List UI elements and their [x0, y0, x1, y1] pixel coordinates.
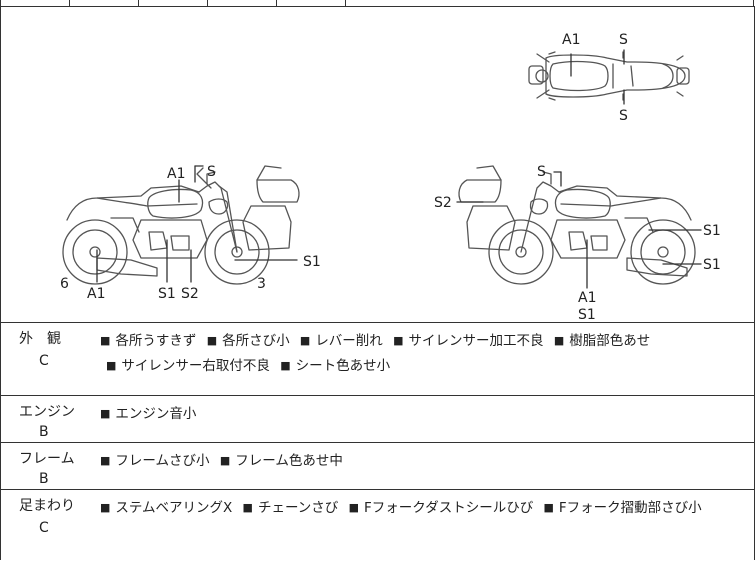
note-text: 各所さび小 — [222, 333, 290, 349]
bullet-icon: ■ — [348, 501, 359, 514]
bullet-icon: ■ — [242, 501, 253, 514]
row-exterior: 外 観 C ■ 各所うすきず ■ 各所さび小 ■ レバー削れ ■ サイレンサー加工不良 … — [0, 323, 755, 396]
grade-label: C — [39, 520, 49, 536]
left-view-leaders — [96, 165, 298, 283]
row-engine: エンジン B ■ エンジン音小 — [0, 396, 755, 443]
label-s2: S2 — [434, 195, 452, 211]
category-label: 外 観 — [19, 331, 61, 347]
bullet-icon: ■ — [543, 501, 554, 514]
category-label: フレーム — [19, 451, 75, 467]
divider — [69, 0, 70, 6]
note-item: ■ Fフォークダストシールひび — [349, 500, 534, 516]
divider — [753, 0, 754, 6]
left-view-labels: A1 S S1 A1 S1 S2 6 3 — [60, 164, 321, 302]
right-view-leaders — [456, 171, 702, 289]
bullet-icon: ■ — [100, 501, 111, 514]
bullet-icon: ■ — [299, 334, 311, 347]
label-3: 3 — [257, 276, 266, 292]
bullet-icon: ■ — [280, 359, 291, 372]
grade-label: B — [39, 424, 49, 440]
category-label: 足まわり — [19, 498, 75, 514]
note-text: 樹脂部色あせ — [569, 333, 651, 349]
label-a1: A1 — [578, 290, 596, 306]
note-text: ステムベアリングX — [115, 500, 233, 516]
label-a1: A1 — [87, 286, 105, 302]
label-s: S — [207, 164, 216, 180]
grade-label: C — [39, 353, 49, 369]
note-text: 各所うすきず — [115, 333, 197, 349]
bullet-icon: ■ — [100, 407, 111, 420]
note-text: レバー削れ — [315, 333, 383, 349]
bullet-icon: ■ — [100, 454, 111, 467]
grade-label: B — [39, 471, 49, 487]
note-item: ■ 樹脂部色あせ — [554, 333, 650, 349]
note-item: ■ サイレンサー右取付不良 — [106, 358, 270, 374]
label-s2: S2 — [181, 286, 199, 302]
bullet-icon: ■ — [553, 334, 565, 347]
note-text: シート色あせ小 — [295, 358, 391, 374]
notes-list: ■ 各所うすきず ■ 各所さび小 ■ レバー削れ ■ サイレンサー加工不良 ■ 樹脂部色あ… — [100, 329, 745, 379]
note-text: サイレンサー右取付不良 — [121, 358, 270, 374]
note-text: サイレンサー加工不良 — [408, 333, 544, 349]
note-text: チェーンさび — [257, 500, 339, 516]
note-text: フレームさび小 — [115, 453, 210, 469]
note-item: ■ サイレンサー加工不良 — [393, 333, 543, 349]
right-view-labels: S S2 S1 S1 A1 S1 — [434, 164, 721, 322]
divider — [345, 0, 346, 6]
note-item: ■ チェーンさび — [243, 500, 339, 516]
note-item: ■ ステムベアリングX — [100, 500, 232, 516]
label-a1: A1 — [562, 32, 580, 48]
bullet-icon: ■ — [206, 334, 218, 347]
bullet-icon: ■ — [106, 359, 117, 372]
note-text: Fフォーク摺動部さび小 — [558, 500, 702, 516]
top-view-leaders — [570, 49, 625, 105]
bullet-icon: ■ — [100, 334, 111, 347]
note-item: ■ シート色あせ小 — [280, 358, 390, 374]
note-item: ■ エンジン音小 — [100, 406, 196, 422]
note-item: ■ レバー削れ — [300, 333, 383, 349]
label-s1: S1 — [703, 257, 721, 273]
notes-list: ■ ステムベアリングX ■ チェーンさび ■ Fフォークダストシールひび ■ Fフォーク… — [100, 496, 745, 521]
right-view-motorcycle — [458, 165, 696, 285]
note-item: ■ Fフォーク摺動部さび小 — [544, 500, 702, 516]
note-item: ■ フレーム色あせ中 — [220, 453, 343, 469]
label-s1: S1 — [578, 307, 596, 322]
notes-list: ■ フレームさび小 ■ フレーム色あせ中 — [100, 449, 745, 474]
label-s: S — [619, 108, 628, 124]
top-view-motorcycle — [528, 51, 690, 101]
note-item: ■ 各所うすきず — [100, 333, 196, 349]
label-a1: A1 — [167, 166, 185, 182]
divider — [0, 0, 1, 6]
note-text: Fフォークダストシールひび — [363, 500, 534, 516]
bullet-icon: ■ — [219, 454, 231, 467]
label-s1: S1 — [303, 254, 321, 270]
label-s1: S1 — [158, 286, 176, 302]
note-text: フレーム色あせ中 — [235, 453, 343, 469]
row-suspension: 足まわり C ■ ステムベアリングX ■ チェーンさび ■ Fフォークダストシールひび… — [0, 490, 755, 560]
left-view-motorcycle — [62, 165, 300, 285]
label-s: S — [619, 32, 628, 48]
top-view-labels: A1 S S — [562, 32, 628, 124]
note-item: ■ 各所さび小 — [207, 333, 290, 349]
note-text: エンジン音小 — [115, 406, 197, 422]
row-frame: フレーム B ■ フレームさび小 ■ フレーム色あせ中 — [0, 443, 755, 490]
damage-diagram: A1 S S A1 S S1 A1 S1 S2 6 3 S S2 S1 S1 A… — [0, 6, 755, 323]
label-6: 6 — [60, 276, 69, 292]
bullet-icon: ■ — [393, 334, 404, 347]
notes-list: ■ エンジン音小 — [100, 402, 745, 427]
divider — [207, 0, 208, 6]
category-label: エンジン — [19, 404, 75, 420]
label-s: S — [537, 164, 546, 180]
label-s1: S1 — [703, 223, 721, 239]
note-item: ■ フレームさび小 — [100, 453, 210, 469]
divider — [276, 0, 277, 6]
top-table-strip — [0, 0, 754, 7]
motorcycle-diagram-svg: A1 S S A1 S S1 A1 S1 S2 6 3 S S2 S1 S1 A… — [60, 32, 721, 322]
divider — [138, 0, 139, 6]
